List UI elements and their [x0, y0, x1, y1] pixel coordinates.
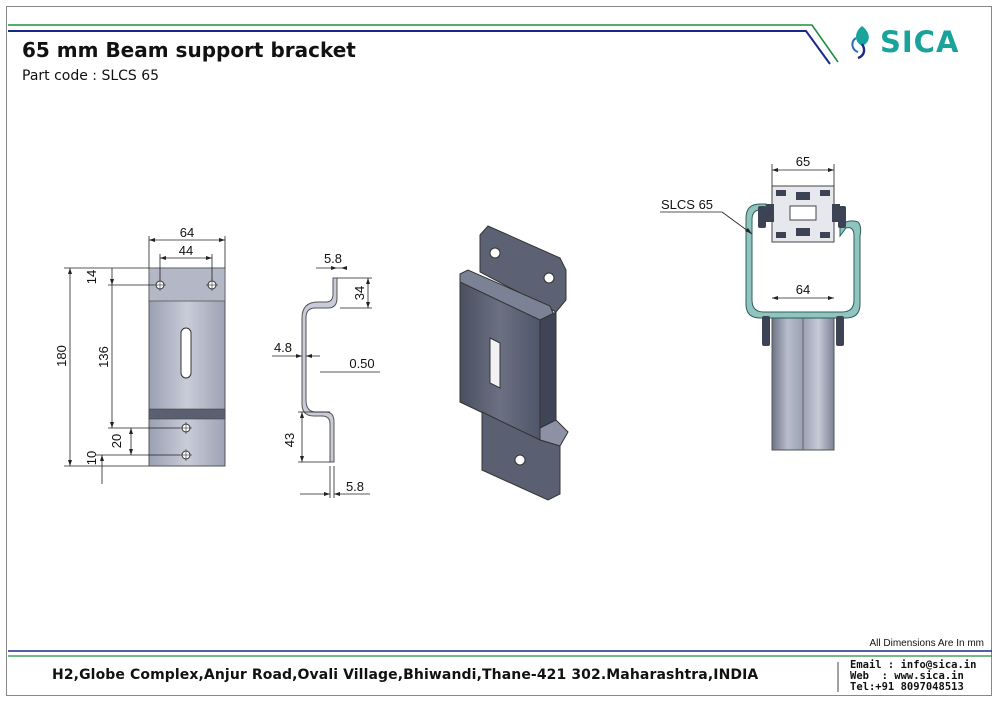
- front-slot: [180, 327, 192, 379]
- dim-top-height: 34: [352, 286, 367, 300]
- dim-thickness: 0.50: [349, 356, 374, 371]
- part-code: Part code : SLCS 65: [22, 68, 160, 84]
- dim-width-holes: 44: [179, 243, 193, 258]
- header-line-blue: [8, 30, 831, 65]
- contact-email: Email : info@sica.in: [850, 659, 977, 671]
- drawing-frame: [6, 6, 992, 696]
- assembly-view: 65 64 SLCS 65: [660, 154, 862, 451]
- header-line-green: [8, 24, 839, 63]
- dim-hole-top: 14: [84, 270, 99, 284]
- front-view: 64 44 180 14 136 20 10: [54, 225, 226, 484]
- front-bend: [148, 408, 226, 420]
- iso-view: [459, 225, 569, 501]
- iso-slot: [489, 337, 501, 389]
- contact-tel: Tel:+91 8097048513: [850, 681, 964, 693]
- dim-bottom-offset: 10: [84, 451, 99, 465]
- dim-bottom-flange: 5.8: [346, 479, 364, 494]
- dim-top-flange: 5.8: [324, 251, 342, 266]
- dim-offset: 4.8: [274, 340, 292, 355]
- assembly-bracket: [745, 203, 862, 319]
- dim-bracket-width: 64: [796, 282, 810, 297]
- company-address: H2,Globe Complex,Anjur Road,Ovali Villag…: [52, 667, 759, 683]
- contact-web: Web : www.sica.in: [850, 670, 964, 682]
- dim-height-total: 180: [54, 345, 69, 367]
- dim-beam-width: 65: [796, 154, 810, 169]
- dimension-note: All Dimensions Are In mm: [869, 638, 984, 649]
- dim-bottom-gap: 20: [109, 434, 124, 448]
- dim-hole-span: 136: [96, 346, 111, 368]
- dim-bottom-height: 43: [282, 433, 297, 447]
- leaf-icon: [851, 26, 869, 60]
- side-view: 5.8 34 4.8 0.50 43 5.8: [272, 251, 380, 498]
- brand-logo: SICA: [848, 22, 959, 62]
- brand-name: SICA: [880, 25, 960, 59]
- dim-width-total: 64: [180, 225, 194, 240]
- side-profile: [301, 277, 338, 463]
- callout-label: SLCS 65: [661, 197, 713, 212]
- page-title: 65 mm Beam support bracket: [22, 38, 356, 62]
